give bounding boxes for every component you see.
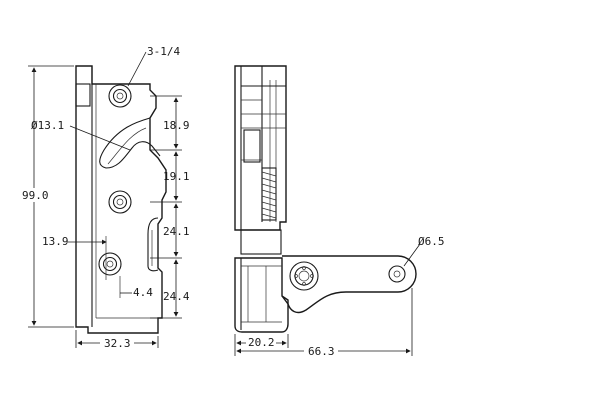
- lower-slot: [147, 217, 159, 272]
- spring: [261, 167, 277, 221]
- lever-hole: [388, 265, 406, 283]
- overall-length-label: 66.3: [308, 345, 335, 358]
- mounting-hole-bottom: [98, 252, 122, 276]
- latch-hook: [99, 117, 161, 169]
- pitch-top-label: 18.9: [163, 119, 190, 132]
- slot-offset-label: 4.4: [133, 286, 153, 299]
- latch-body-outline: [75, 65, 167, 334]
- overall-height-label: 99.0: [22, 189, 49, 202]
- side-housing-lower: [234, 257, 289, 333]
- pitch-lower-label: 24.1: [163, 225, 190, 238]
- hole-diameter-label: Ø13.1: [31, 119, 64, 132]
- pivot-bolt: [289, 261, 319, 291]
- mounting-hole-middle: [108, 190, 132, 214]
- side-view: Ø6.5 20.2 66.3: [234, 65, 445, 358]
- lever-hole-label: Ø6.5: [418, 235, 445, 248]
- mounting-hole-top: [108, 84, 132, 108]
- side-middle-block: [240, 229, 282, 255]
- pitch-middle-label: 19.1: [163, 170, 190, 183]
- top-tab: [75, 83, 91, 107]
- width-label: 32.3: [104, 337, 131, 350]
- release-lever: [281, 255, 417, 314]
- front-view: 3-1/4 Ø13.1 99.0 18.9 19.1 24.1 24.4 13.…: [22, 45, 190, 350]
- hole-offset-label: 13.9: [42, 235, 69, 248]
- pitch-bottom-label: 24.4: [163, 290, 190, 303]
- side-housing-upper: [234, 65, 287, 231]
- side-depth-label: 20.2: [248, 336, 275, 349]
- thread-size-label: 3-1/4: [147, 45, 180, 58]
